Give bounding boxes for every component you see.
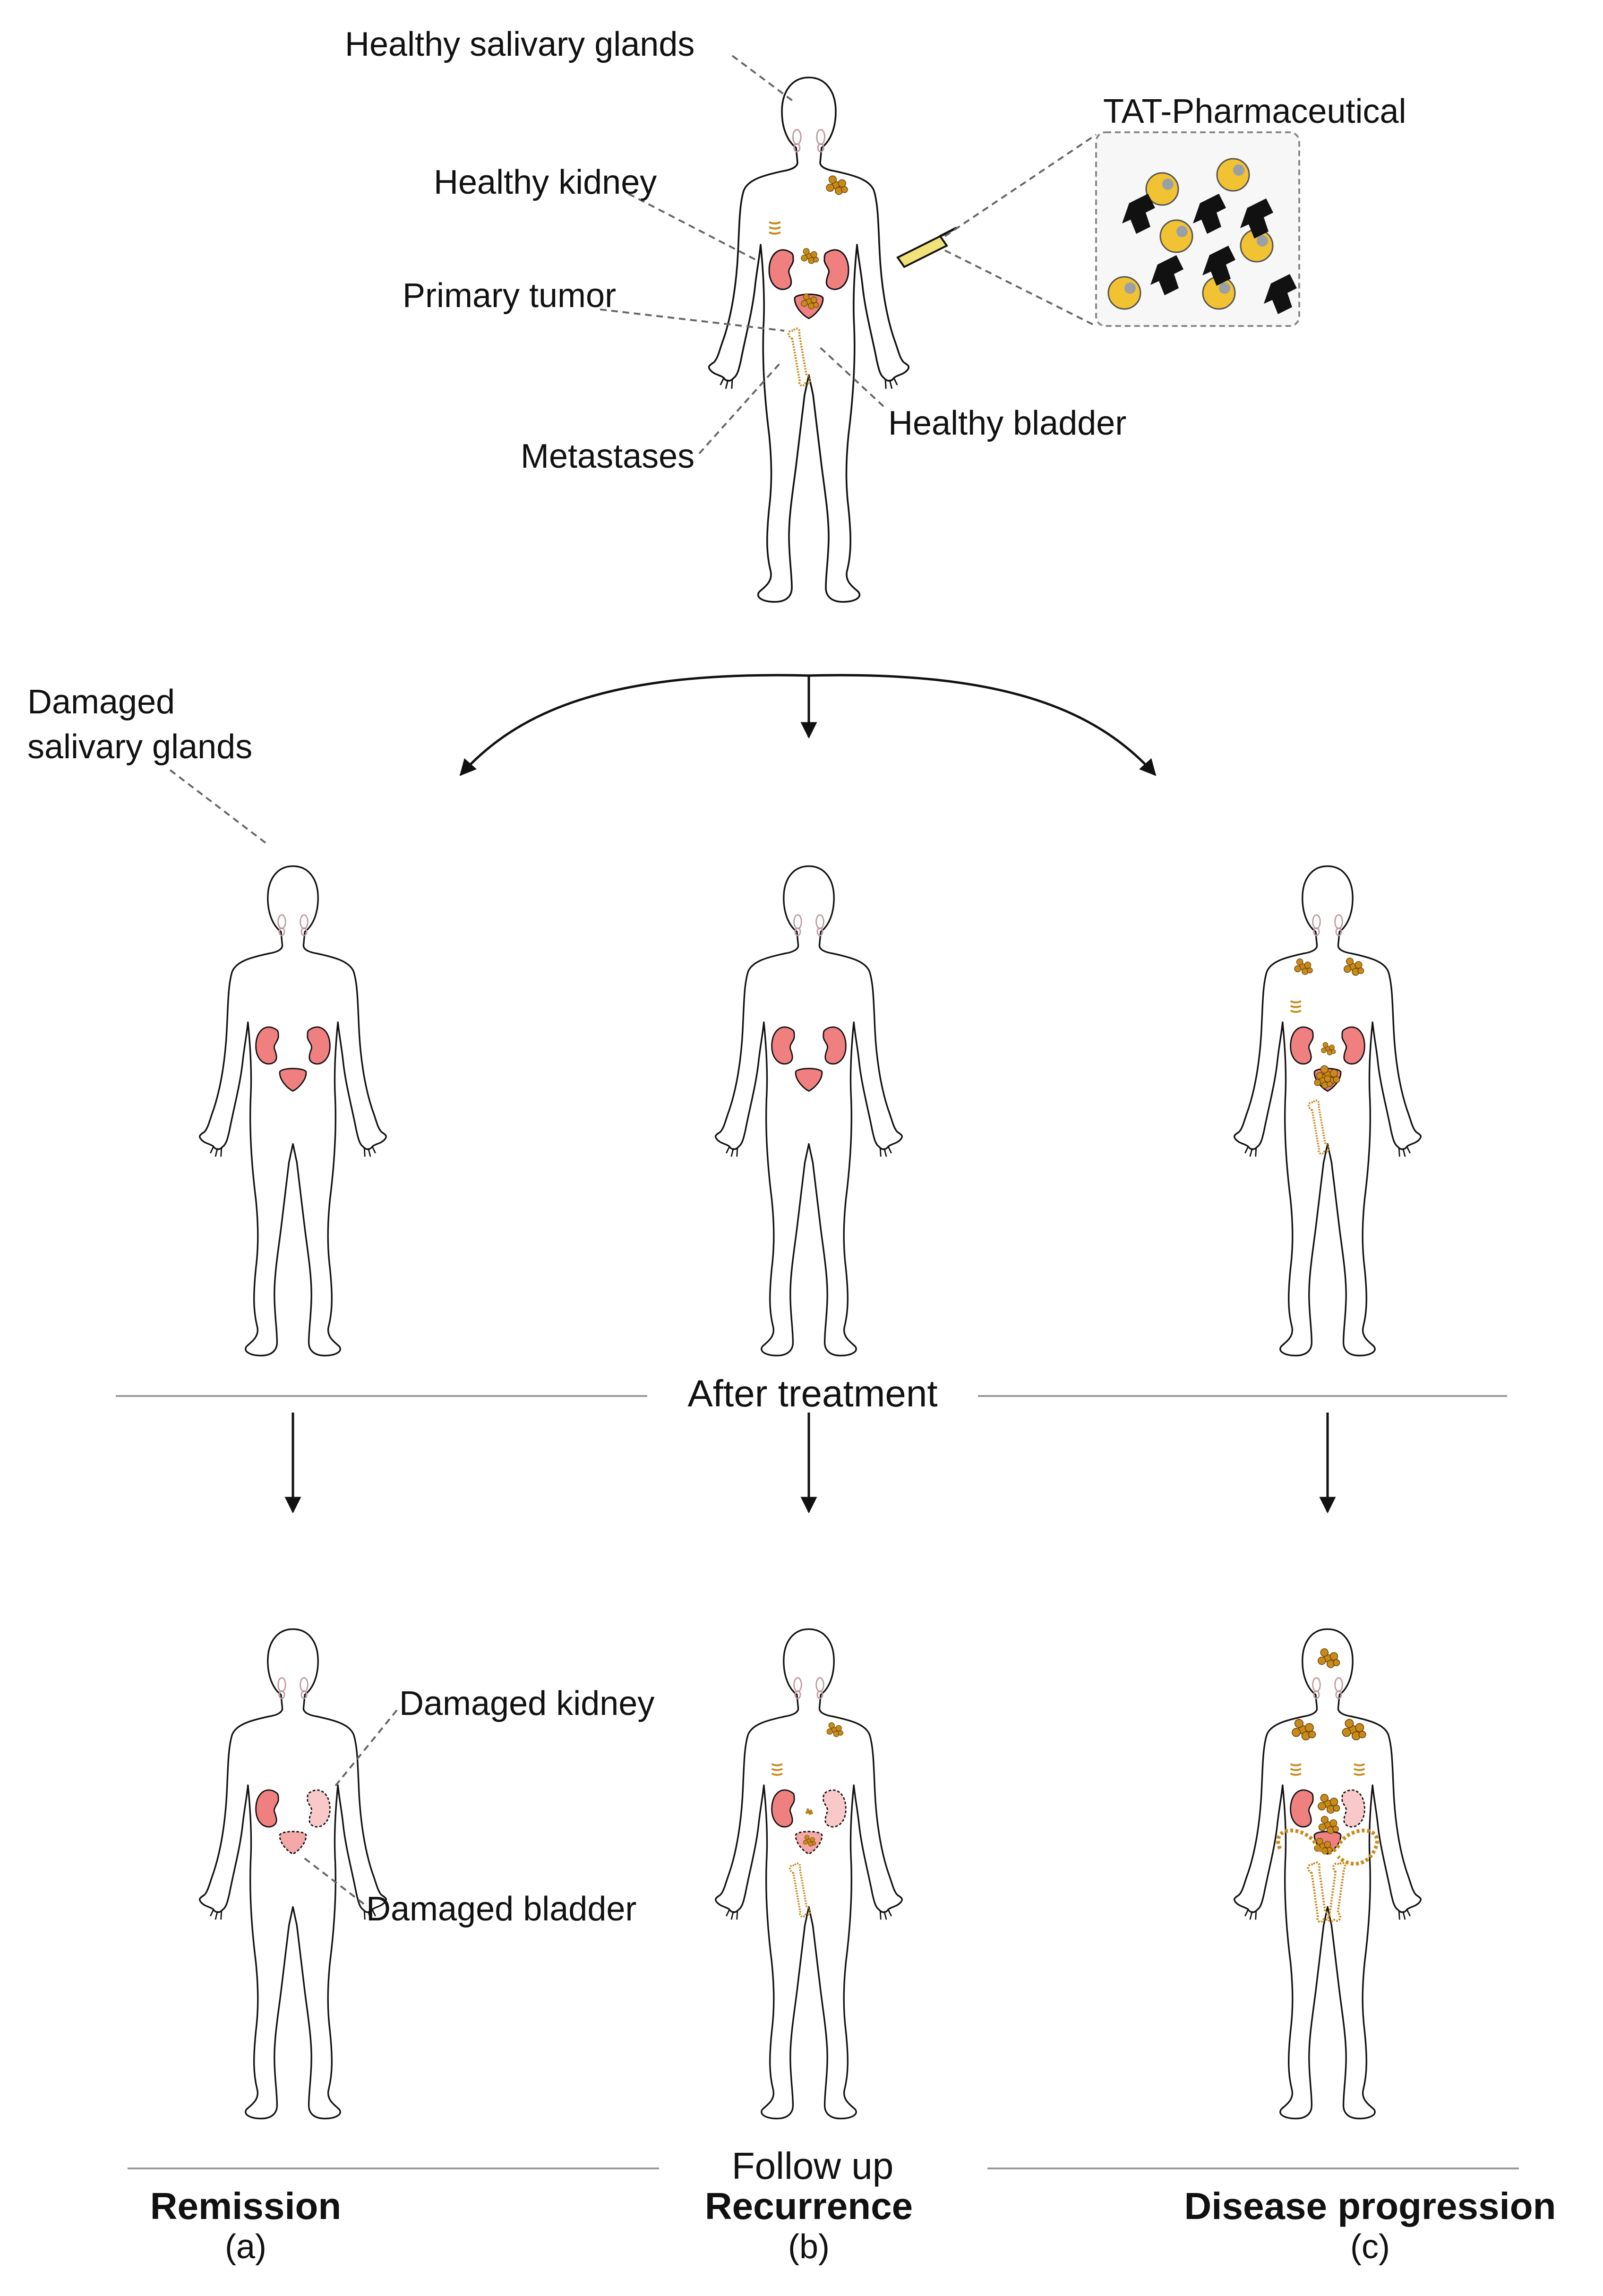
- label-damaged-salivary-glands-line1: Damaged: [27, 683, 175, 721]
- label-metastases: Metastases: [521, 437, 695, 475]
- label-healthy-kidney: Healthy kidney: [434, 163, 657, 201]
- figure-follow-c-metastasis-pelvis: [1276, 1828, 1379, 1866]
- figure-initial: [708, 77, 910, 603]
- outcome-recurrence-title: Recurrence: [704, 2185, 913, 2227]
- tat-molecule-atom: [1176, 226, 1188, 237]
- arrow-to-remission: [459, 674, 809, 776]
- label-healthy-bladder: Healthy bladder: [888, 404, 1127, 442]
- figure-after-b-kidneys: [771, 1026, 847, 1092]
- figure-follow-a-bladder: [279, 1831, 307, 1855]
- figure-follow-a-outline: [198, 1628, 387, 2120]
- tat-molecule: [1159, 219, 1193, 253]
- figure-initial-kidney-right: [823, 249, 849, 290]
- tat-molecule: [1216, 158, 1250, 192]
- label-after-treatment: After treatment: [687, 1372, 938, 1414]
- figure-follow-c-kidney-left: [1290, 1789, 1314, 1828]
- figure-after-b-bladder: [795, 1068, 823, 1092]
- tat-molecule-atom: [1257, 235, 1268, 247]
- figure-follow-b-kidney-right: [823, 1789, 847, 1828]
- body-figures: [116, 55, 1519, 2169]
- syringe-icon: [896, 235, 948, 268]
- figure-after-c-kidney-left: [1290, 1026, 1314, 1065]
- figure-after-b-outline: [714, 865, 903, 1357]
- tat-molecule-atom: [1124, 283, 1136, 294]
- figure-after-b-kidney-left: [771, 1026, 795, 1065]
- leader-metastases: [698, 363, 780, 454]
- figure-follow-a-kidney-right: [307, 1789, 331, 1828]
- antibody-shape: [1122, 194, 1155, 234]
- outcome-recurrence-letter: (b): [788, 2228, 830, 2266]
- label-damaged-kidney: Damaged kidney: [399, 1685, 655, 1722]
- leader-damaged-salivary: [169, 769, 270, 847]
- figure-after-b: [714, 865, 903, 1357]
- label-follow-up: Follow up: [731, 2145, 894, 2187]
- figure-follow-c-outline: [1233, 1628, 1422, 2120]
- leader-healthy-bladder: [816, 344, 884, 407]
- figure-after-b-kidney-right: [823, 1026, 847, 1065]
- leader-syringe-top: [944, 134, 1097, 237]
- figure-after-a-kidney-left: [255, 1026, 279, 1065]
- figure-after-a-bladder: [279, 1068, 307, 1092]
- figure-after-c: [1233, 865, 1422, 1357]
- figure-after-a-kidney-right: [307, 1026, 331, 1065]
- arrow-to-progression: [808, 674, 1157, 776]
- label-damaged-bladder: Damaged bladder: [366, 1890, 637, 1928]
- outcome-progression-letter: (c): [1350, 2228, 1390, 2266]
- antibody-shape: [1240, 198, 1273, 239]
- antibody-shape: [1202, 246, 1235, 286]
- tat-molecule-atom: [1219, 283, 1230, 294]
- figure-after-a-outline: [198, 865, 387, 1357]
- figure-follow-b: [714, 1628, 903, 2120]
- figure-follow-b-outline: [714, 1628, 903, 2120]
- figure-follow-a: [198, 1628, 387, 2120]
- leader-healthy-kidney: [628, 193, 756, 261]
- figure-after-c-kidney-right: [1341, 1026, 1365, 1065]
- leader-primary-tumor: [600, 308, 785, 332]
- antibody-shape: [1150, 255, 1183, 295]
- outcome-progression-title: Disease progression: [1184, 2185, 1556, 2227]
- figure-after-a-kidneys: [255, 1026, 331, 1092]
- leader-syringe-bottom: [944, 249, 1097, 327]
- outcome-remission-letter: (a): [225, 2228, 266, 2266]
- figure-initial-outline: [708, 77, 910, 603]
- leader-damaged-kidney: [334, 1709, 398, 1787]
- figure-after-a: [198, 865, 387, 1357]
- label-tat-pharmaceutical: TAT-Pharmaceutical: [1103, 93, 1406, 130]
- leader-healthy-salivary: [731, 55, 795, 103]
- figure-after-c-outline: [1233, 865, 1422, 1357]
- figure-follow-c: [1233, 1628, 1422, 2120]
- tat-molecule-atom: [1233, 164, 1244, 176]
- label-damaged-salivary-glands-line2: salivary glands: [27, 728, 253, 766]
- leader-damaged-bladder: [301, 1856, 365, 1905]
- tat-molecule-atom: [1162, 179, 1174, 190]
- figure-follow-a-kidney-left: [255, 1789, 279, 1828]
- antibody-shape: [1193, 194, 1226, 234]
- outcome-remission-title: Remission: [150, 2185, 342, 2227]
- label-primary-tumor: Primary tumor: [403, 277, 617, 315]
- tat-molecule: [1107, 276, 1141, 310]
- figure-follow-a-kidneys: [255, 1789, 331, 1855]
- figure-follow-c-kidney-right: [1341, 1789, 1365, 1828]
- label-healthy-salivary-glands: Healthy salivary glands: [345, 26, 695, 63]
- figure-follow-b-kidney-left: [771, 1789, 795, 1828]
- figure-initial-kidney-left: [768, 249, 794, 290]
- antibody-shape: [1264, 274, 1297, 314]
